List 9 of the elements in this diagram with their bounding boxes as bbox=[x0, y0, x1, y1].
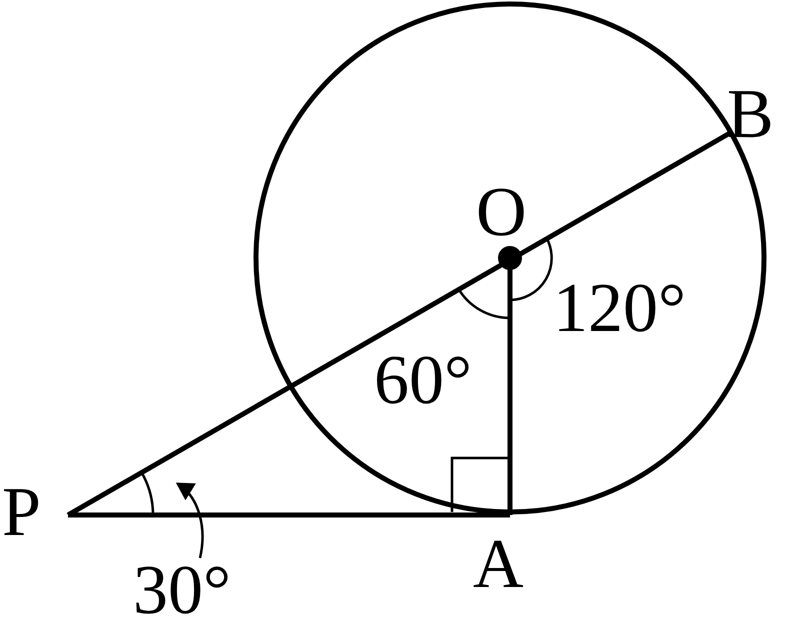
leader-line bbox=[176, 482, 204, 558]
angle-label: 120° bbox=[553, 274, 686, 344]
angle-arc bbox=[140, 472, 154, 516]
angle-label: 60° bbox=[374, 346, 472, 416]
point-label: O bbox=[476, 178, 527, 248]
angle-label: 30° bbox=[133, 556, 231, 626]
point-label: A bbox=[473, 530, 524, 600]
point-label: B bbox=[727, 80, 774, 150]
point-label: P bbox=[2, 478, 41, 548]
